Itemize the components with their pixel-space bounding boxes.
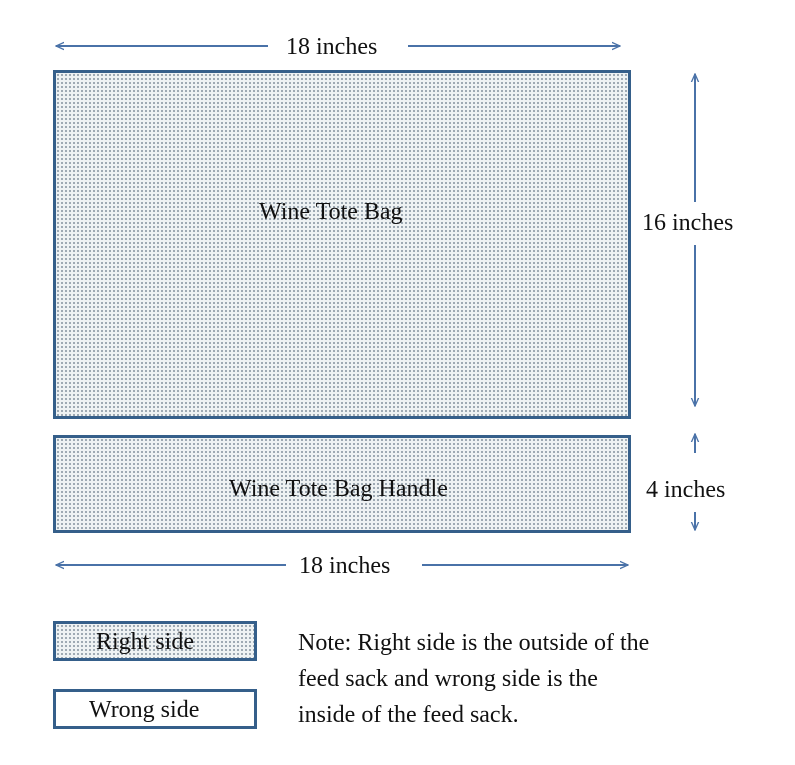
bag-label: Wine Tote Bag bbox=[259, 199, 403, 225]
note-line-2: feed sack and wrong side is the bbox=[298, 666, 598, 692]
legend-wrong-side-swatch: Wrong side bbox=[53, 689, 257, 729]
handle-height-label: 4 inches bbox=[646, 477, 726, 503]
bottom-width-label: 18 inches bbox=[299, 553, 391, 579]
legend-right-side-label: Right side bbox=[96, 629, 195, 655]
legend-right-side-swatch: Right side bbox=[53, 621, 257, 661]
top-width-label: 18 inches bbox=[286, 34, 378, 60]
handle-label: Wine Tote Bag Handle bbox=[229, 476, 448, 502]
bag-height-label: 16 inches bbox=[642, 210, 734, 236]
note-line-3: inside of the feed sack. bbox=[298, 702, 519, 728]
handle-panel: Wine Tote Bag Handle bbox=[53, 435, 631, 533]
legend-wrong-side-label: Wrong side bbox=[89, 697, 200, 723]
note-line-1: Note: Right side is the outside of the bbox=[298, 630, 650, 656]
bag-panel: Wine Tote Bag bbox=[53, 70, 631, 419]
